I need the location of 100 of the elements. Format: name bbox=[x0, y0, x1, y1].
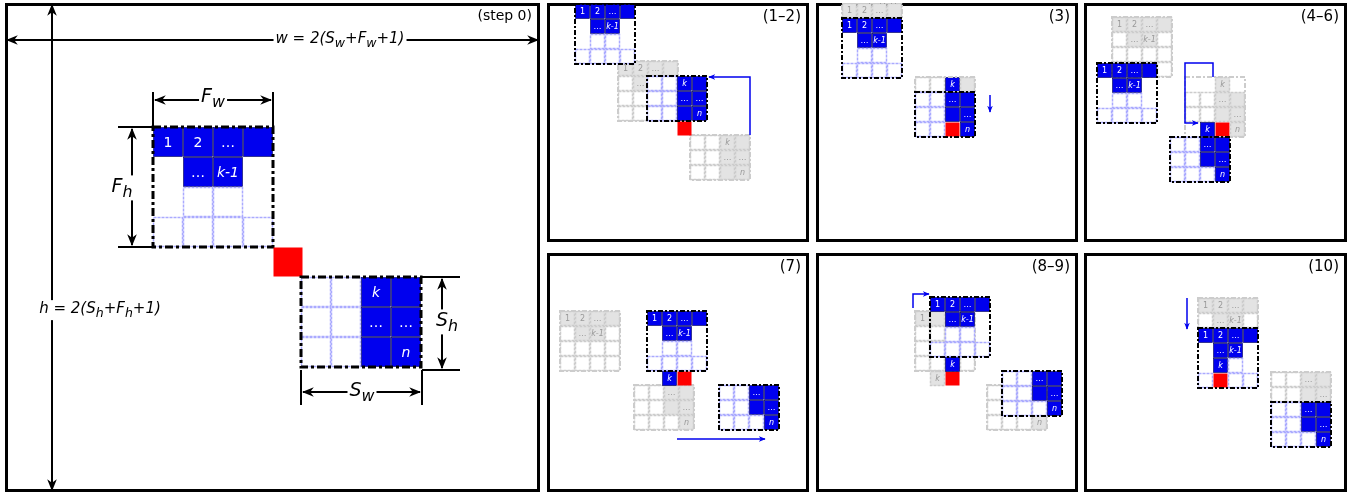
cell-label: k bbox=[681, 78, 688, 90]
cell-label: k-1 bbox=[215, 163, 241, 182]
dimension-label: w = 2(S$_{w}$+F$_{w}$+1) bbox=[273, 30, 407, 50]
cell-label: … bbox=[962, 299, 973, 311]
cell-label: 1 bbox=[918, 313, 927, 325]
cell-label: … bbox=[1049, 388, 1060, 400]
cell-label: k-1 bbox=[872, 35, 887, 47]
cell-label: 2 bbox=[578, 313, 587, 325]
cell-label: … bbox=[1144, 19, 1155, 31]
cell-label: 1 bbox=[563, 313, 572, 325]
cell-label: 1 bbox=[621, 63, 630, 75]
cell-label: … bbox=[874, 20, 885, 32]
cell-label: … bbox=[679, 313, 690, 325]
cell-label: … bbox=[1215, 315, 1226, 327]
cell-label: n bbox=[695, 108, 704, 120]
step-label: (step 0) bbox=[477, 7, 532, 23]
cell-label: 2 bbox=[860, 5, 869, 17]
step-panel bbox=[547, 3, 809, 242]
step-panel bbox=[816, 3, 1078, 242]
cell-label: … bbox=[1114, 80, 1125, 92]
cell-label: … bbox=[1202, 139, 1213, 151]
cell-label: … bbox=[1232, 109, 1243, 121]
cell-label: k-1 bbox=[1228, 345, 1243, 357]
cell-label: 1 bbox=[1100, 65, 1109, 77]
cell-label: k-1 bbox=[1228, 315, 1243, 327]
cell-label: … bbox=[679, 93, 690, 105]
cell-label: … bbox=[1230, 330, 1241, 342]
step-label: (3) bbox=[1048, 7, 1070, 25]
cell-label: n bbox=[738, 167, 747, 179]
cell-label: … bbox=[1215, 345, 1226, 357]
cell-label: 2 bbox=[593, 6, 602, 18]
cell-label: k-1 bbox=[1127, 80, 1142, 92]
cell-label: 1 bbox=[162, 133, 174, 152]
cell-label: … bbox=[650, 63, 661, 75]
cell-label: k bbox=[1219, 79, 1226, 91]
cell-label: 2 bbox=[192, 133, 204, 152]
cell-label: … bbox=[577, 328, 588, 340]
cell-label: n bbox=[1218, 169, 1227, 181]
cell-label: 1 bbox=[650, 313, 659, 325]
cell-label: 2 bbox=[1130, 19, 1139, 31]
cell-label: 2 bbox=[948, 299, 957, 311]
cell-label: n bbox=[682, 417, 691, 429]
step-panel bbox=[5, 3, 540, 492]
cell-label: … bbox=[368, 313, 384, 332]
cell-label: … bbox=[962, 109, 973, 121]
cell-label: 1 bbox=[845, 5, 854, 17]
cell-label: n bbox=[1050, 403, 1059, 415]
step-label: (7) bbox=[779, 257, 801, 275]
cell-label: … bbox=[1129, 65, 1140, 77]
cell-label: … bbox=[635, 78, 646, 90]
cell-label: 2 bbox=[860, 20, 869, 32]
cell-label: … bbox=[947, 94, 958, 106]
step-label: (8–9) bbox=[1031, 257, 1070, 275]
cell-label: n bbox=[400, 343, 412, 362]
cell-label: k bbox=[370, 283, 382, 302]
cell-label: k-1 bbox=[590, 328, 605, 340]
step-panel bbox=[816, 253, 1078, 492]
cell-label: n bbox=[1319, 434, 1328, 446]
cell-label: k-1 bbox=[1142, 34, 1157, 46]
cell-label: n bbox=[1233, 124, 1242, 136]
cell-label: n bbox=[963, 124, 972, 136]
cell-label: … bbox=[694, 93, 705, 105]
cell-label: k bbox=[949, 359, 956, 371]
cell-label: k-1 bbox=[605, 21, 620, 33]
cell-label: … bbox=[947, 314, 958, 326]
cell-label: … bbox=[681, 402, 692, 414]
cell-label: 2 bbox=[1216, 330, 1225, 342]
cell-label: … bbox=[722, 152, 733, 164]
cell-label: 1 bbox=[1201, 300, 1210, 312]
cell-label: k-1 bbox=[960, 314, 975, 326]
cell-label: 2 bbox=[636, 63, 645, 75]
cell-label: k bbox=[934, 373, 941, 385]
cell-label: … bbox=[874, 5, 885, 17]
cell-label: … bbox=[1318, 389, 1329, 401]
cell-label: … bbox=[1034, 373, 1045, 385]
cell-label: 1 bbox=[1201, 330, 1210, 342]
cell-label: 2 bbox=[665, 313, 674, 325]
cell-label: … bbox=[766, 402, 777, 414]
step-label: (4–6) bbox=[1300, 7, 1339, 25]
cell-label: … bbox=[1129, 34, 1140, 46]
dimension-label: h = 2(S$_{h}$+F$_{h}$+1) bbox=[37, 300, 163, 320]
cell-label: … bbox=[220, 133, 236, 152]
cell-label: n bbox=[767, 417, 776, 429]
step-label: (1–2) bbox=[762, 7, 801, 25]
cell-label: n bbox=[1035, 417, 1044, 429]
cell-label: … bbox=[859, 35, 870, 47]
cell-label: … bbox=[398, 313, 414, 332]
cell-label: k bbox=[949, 79, 956, 91]
dimension-label: F$_{h}$ bbox=[109, 175, 135, 201]
cell-label: k bbox=[724, 137, 731, 149]
cell-label: … bbox=[1303, 404, 1314, 416]
cell-label: … bbox=[592, 21, 603, 33]
cell-label: … bbox=[607, 6, 618, 18]
cell-label: … bbox=[190, 163, 206, 182]
cell-label: 1 bbox=[578, 6, 587, 18]
step-panel bbox=[547, 253, 809, 492]
cell-label: … bbox=[1217, 94, 1228, 106]
cell-label: … bbox=[751, 387, 762, 399]
cell-label: … bbox=[1303, 374, 1314, 386]
cell-label: … bbox=[1217, 154, 1228, 166]
